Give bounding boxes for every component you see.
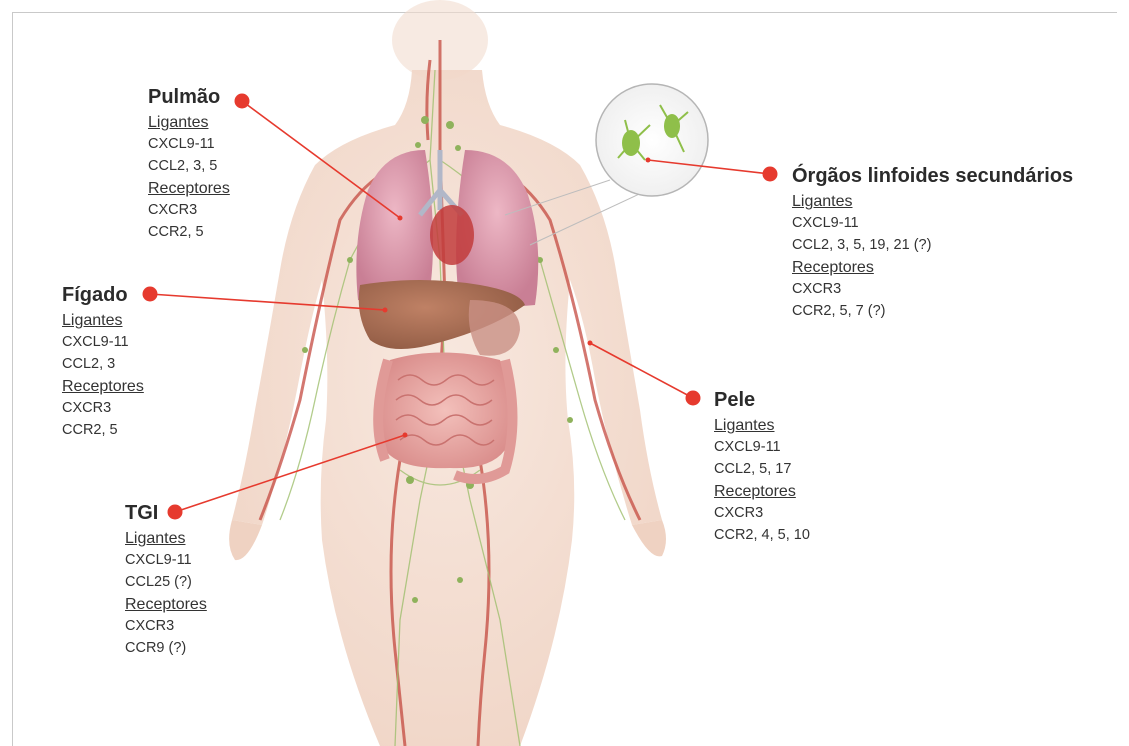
ligand-item: CXCL9-11 [148, 134, 230, 156]
receptor-item: CXCR3 [148, 200, 230, 222]
label-pele: Pele Ligantes CXCL9-11 CCL2, 5, 17 Recep… [714, 386, 810, 546]
label-figado: Fígado Ligantes CXCL9-11 CCL2, 3 Recepto… [62, 281, 144, 441]
receptors-heading: Receptores [714, 480, 810, 503]
receptors-heading: Receptores [148, 177, 230, 200]
ligand-item: CCL2, 3 [62, 354, 144, 376]
ligands-heading: Ligantes [125, 527, 207, 550]
receptors-heading: Receptores [792, 256, 1073, 279]
ligands-heading: Ligantes [714, 414, 810, 437]
receptor-item: CCR2, 5, 7 (?) [792, 301, 1073, 323]
ligand-item: CCL25 (?) [125, 572, 207, 594]
organ-title: Pele [714, 386, 810, 414]
receptor-item: CCR2, 4, 5, 10 [714, 525, 810, 547]
intestines [378, 353, 512, 480]
ligand-item: CXCL9-11 [714, 437, 810, 459]
receptors-heading: Receptores [125, 593, 207, 616]
label-tgi: TGI Ligantes CXCL9-11 CCL25 (?) Receptor… [125, 499, 207, 659]
ligand-item: CXCL9-11 [792, 213, 1073, 235]
receptor-item: CCR2, 5 [148, 222, 230, 244]
receptor-item: CXCR3 [792, 279, 1073, 301]
receptor-item: CXCR3 [125, 616, 207, 638]
receptor-item: CXCR3 [714, 503, 810, 525]
label-orgaos-linfoides: Órgãos linfoides secundários Ligantes CX… [792, 162, 1073, 322]
receptor-item: CCR9 (?) [125, 638, 207, 660]
receptor-item: CXCR3 [62, 398, 144, 420]
ligands-heading: Ligantes [792, 190, 1073, 213]
ligand-item: CCL2, 3, 5, 19, 21 (?) [792, 235, 1073, 257]
receptors-heading: Receptores [62, 375, 144, 398]
ligand-item: CCL2, 3, 5 [148, 156, 230, 178]
organ-title: TGI [125, 499, 207, 527]
ligands-heading: Ligantes [148, 111, 230, 134]
ligands-heading: Ligantes [62, 309, 144, 332]
receptor-item: CCR2, 5 [62, 420, 144, 442]
ligand-item: CXCL9-11 [62, 332, 144, 354]
label-pulmao: Pulmão Ligantes CXCL9-11 CCL2, 3, 5 Rece… [148, 83, 230, 243]
organ-title: Órgãos linfoides secundários [792, 162, 1073, 190]
organ-title: Pulmão [148, 83, 230, 111]
organ-title: Fígado [62, 281, 144, 309]
ligand-item: CXCL9-11 [125, 550, 207, 572]
ligand-item: CCL2, 5, 17 [714, 459, 810, 481]
